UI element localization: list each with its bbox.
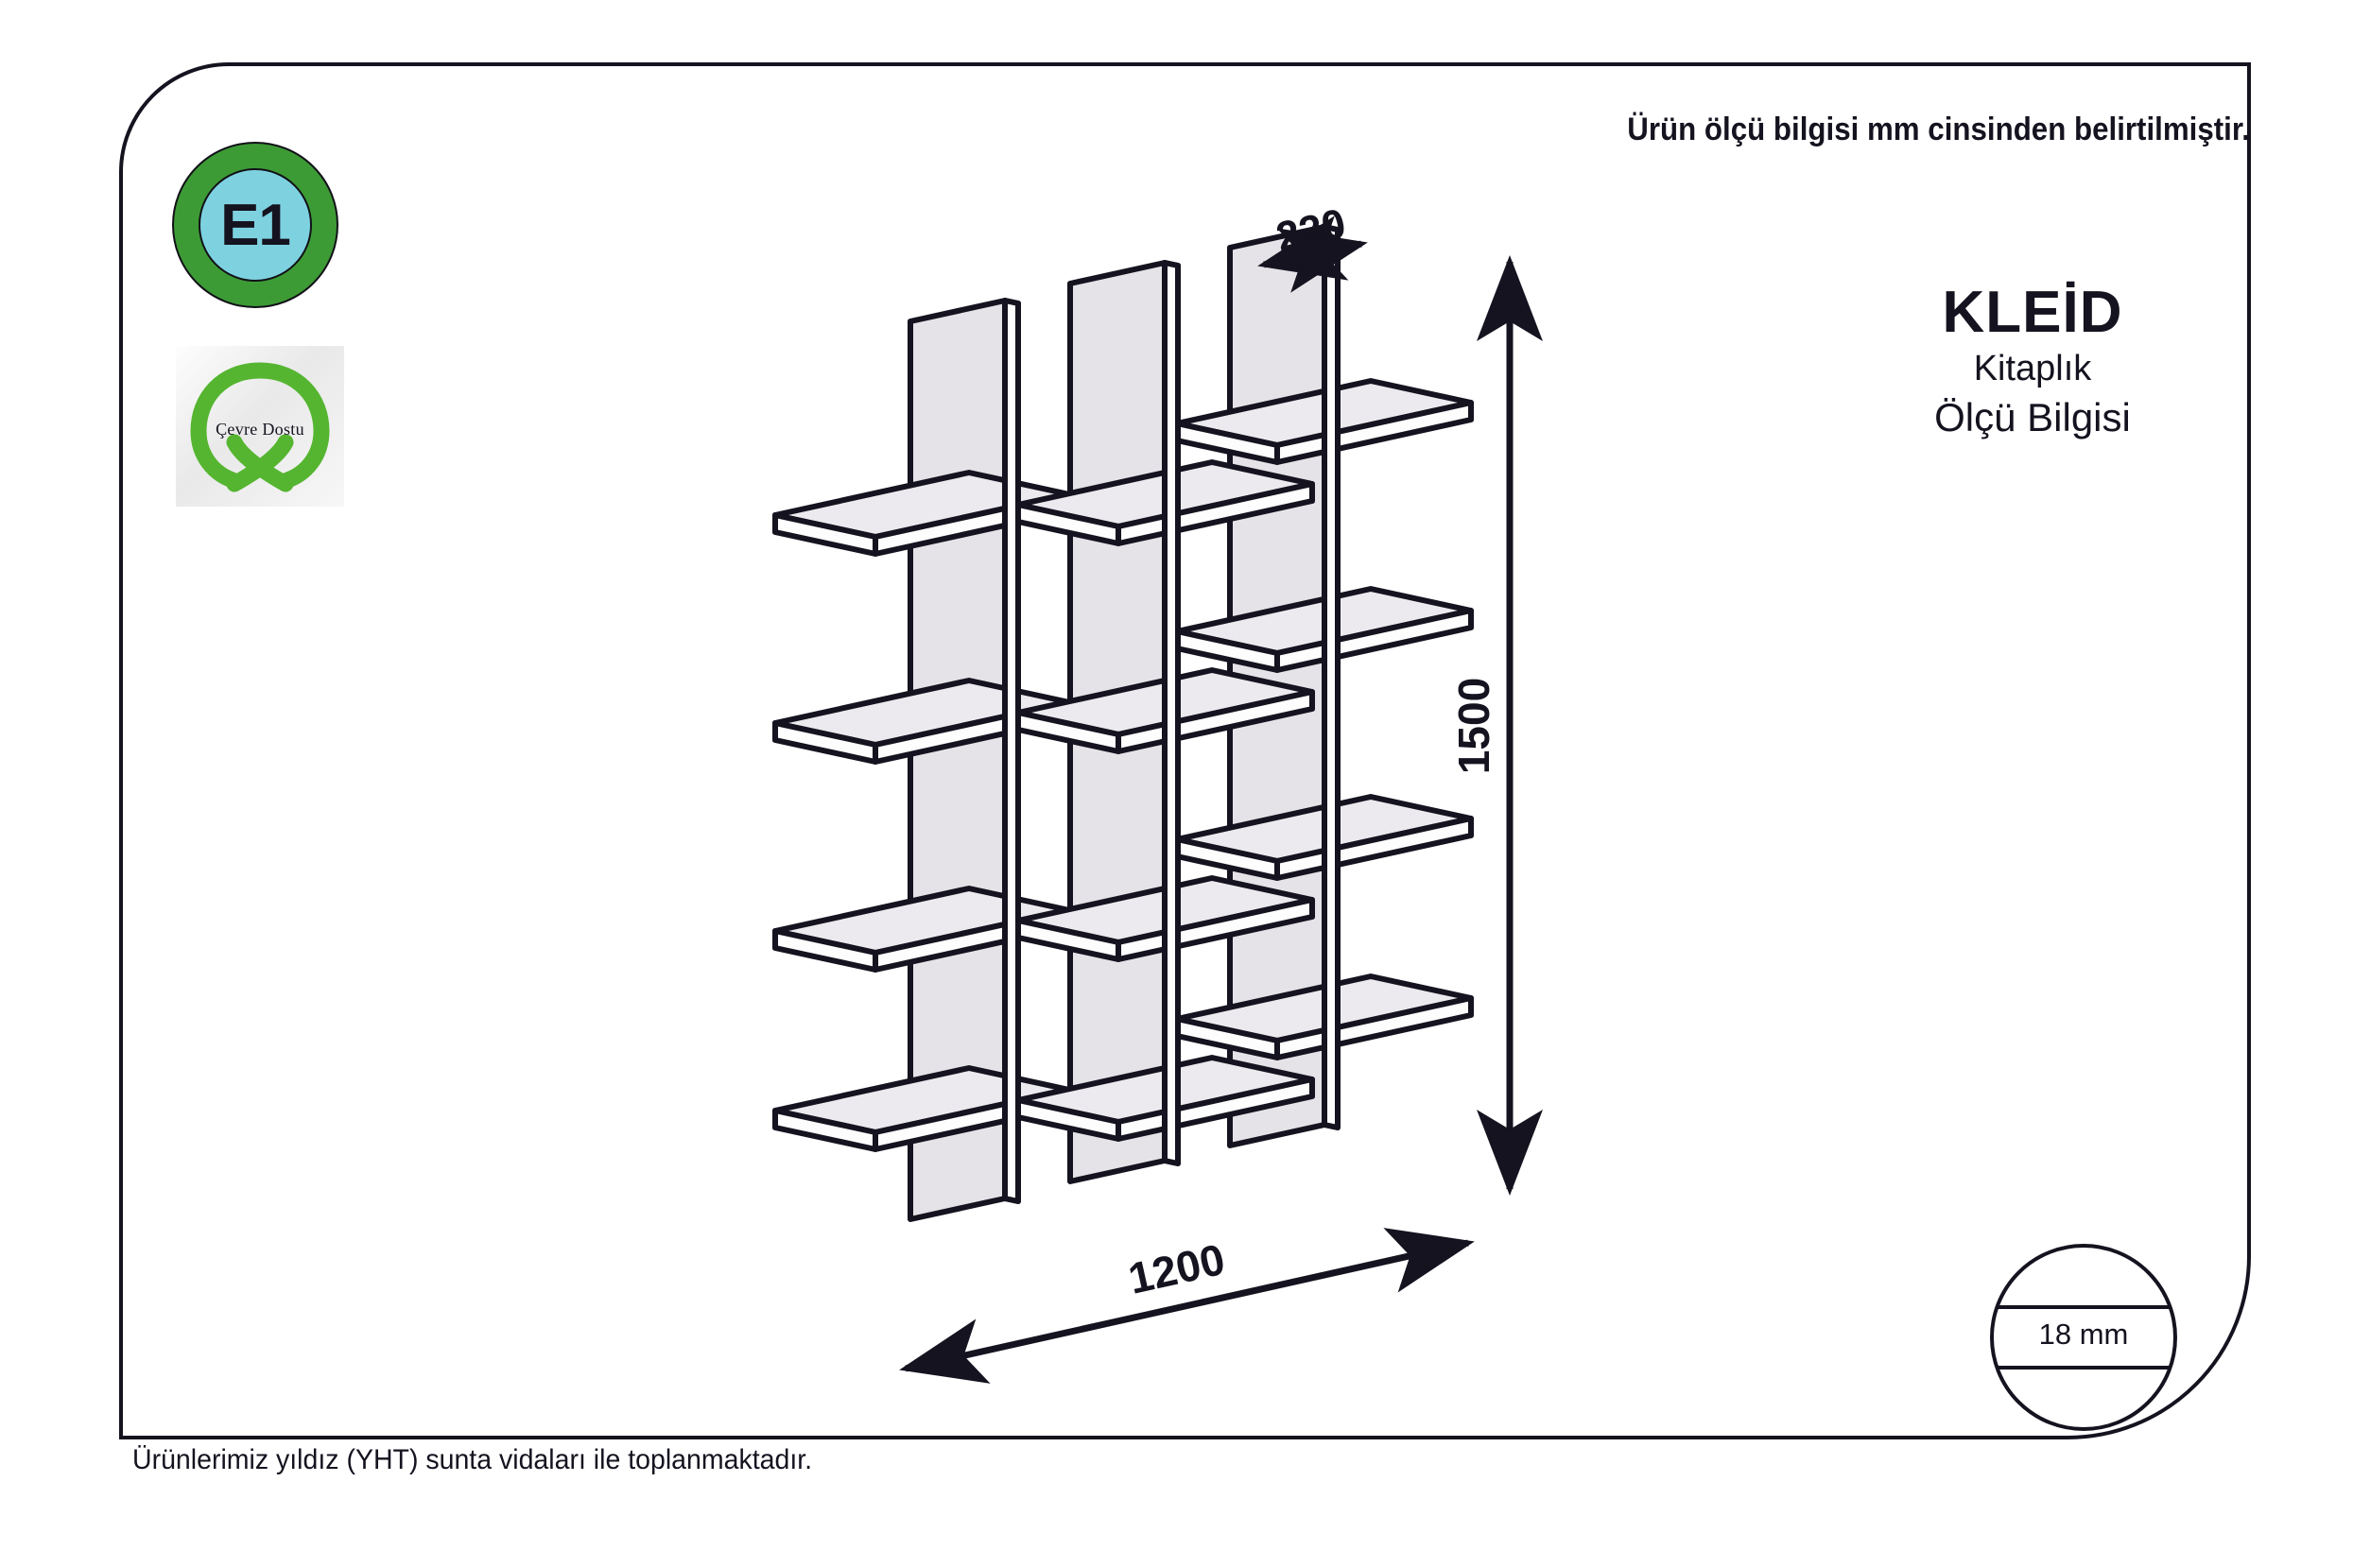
dimension-width-label: 1200 bbox=[1124, 1234, 1229, 1303]
measurement-unit-note: Ürün ölçü bilgisi mm cinsinden belirtilm… bbox=[1627, 112, 2250, 147]
e1-certification-badge: E1 bbox=[172, 142, 338, 308]
dimension-height-label: 1500 bbox=[1449, 678, 1498, 774]
brand-name: KLEİD bbox=[1942, 280, 2123, 345]
title-block: KLEİD Kitaplık Ölçü Bilgisi bbox=[1768, 284, 2297, 444]
e1-badge-label: E1 bbox=[220, 192, 291, 258]
eco-friendly-logo: Çevre Dostu bbox=[176, 346, 344, 507]
document-type: Ölçü Bilgisi bbox=[1934, 395, 2131, 440]
thickness-circle bbox=[1990, 1244, 2177, 1431]
wreath-icon bbox=[190, 362, 330, 492]
thickness-chip: 18 mm bbox=[1992, 1246, 2175, 1429]
frame-outline bbox=[119, 62, 2251, 1439]
thickness-label: 18 mm bbox=[2038, 1318, 2129, 1351]
dimension-height: 1500 bbox=[1449, 255, 1543, 1196]
product-type: Kitaplık bbox=[1973, 349, 2092, 388]
eco-logo-label: Çevre Dostu bbox=[216, 420, 304, 439]
dimension-width: 1200 bbox=[899, 1228, 1475, 1384]
bookcase-body bbox=[772, 224, 1474, 1222]
assembly-note: Ürünlerimiz yıldız (YHT) sunta vidaları … bbox=[132, 1444, 813, 1475]
thickness-indicator bbox=[1990, 1244, 2177, 1431]
e1-badge-core bbox=[199, 168, 312, 282]
